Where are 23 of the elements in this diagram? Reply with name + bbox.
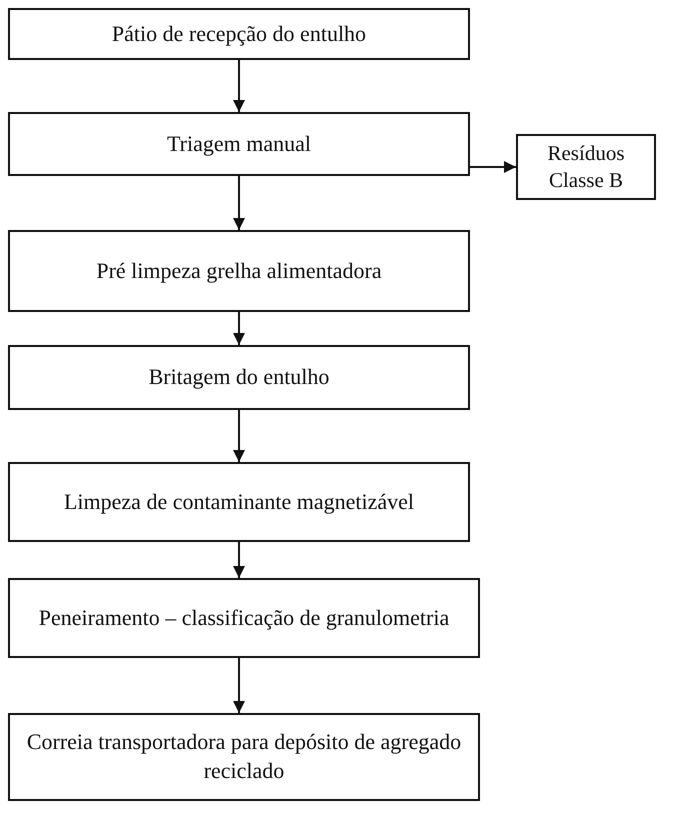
process-box xyxy=(8,462,470,542)
arrow xyxy=(233,176,245,230)
process-box xyxy=(8,713,480,801)
process-box xyxy=(8,345,470,410)
process-box xyxy=(8,578,480,658)
arrow xyxy=(233,410,245,462)
process-box xyxy=(8,230,470,312)
step-label: Resíduos Classe B xyxy=(546,140,626,194)
step-label: Pré limpeza grelha alimentadora xyxy=(96,256,382,285)
arrow xyxy=(233,658,245,713)
arrow xyxy=(233,60,245,112)
step-label: Pátio de recepção do entulho xyxy=(112,20,366,48)
step-label: Triagem manual xyxy=(167,130,311,158)
process-box xyxy=(516,134,656,200)
process-box xyxy=(8,8,470,60)
process-box xyxy=(8,112,470,176)
arrow xyxy=(233,542,245,578)
step-label: Peneiramento – classificação de granulometria xyxy=(38,604,450,632)
arrow xyxy=(233,312,245,345)
step-label: Britagem do entulho xyxy=(148,363,330,392)
step-label: Correia transportadora para depósito de agregado reciclado xyxy=(26,728,462,785)
step-label: Limpeza de contaminante magnetizável xyxy=(64,488,414,516)
arrow xyxy=(470,161,516,173)
